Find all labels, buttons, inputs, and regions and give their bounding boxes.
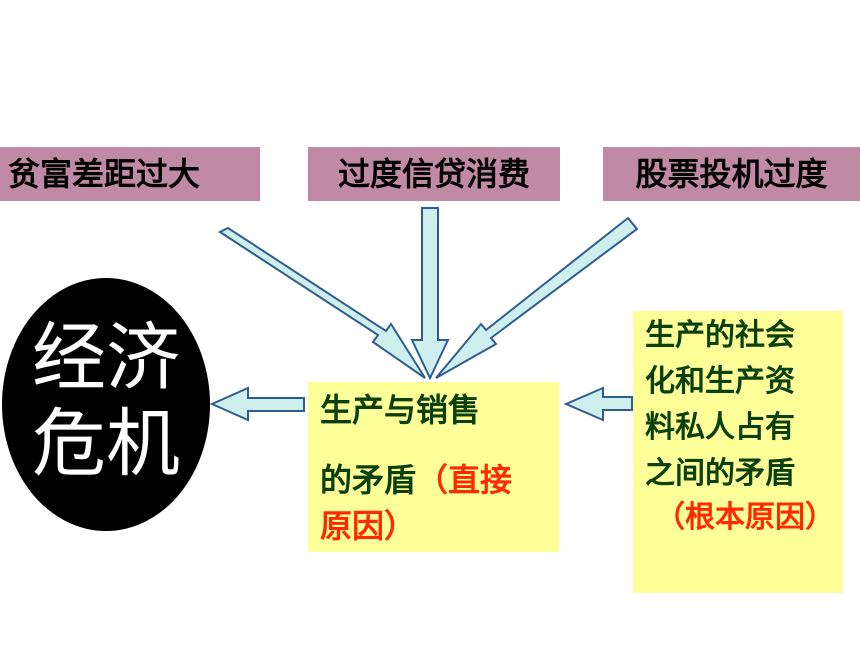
- root-cause-line1: 生产的社会: [645, 318, 795, 353]
- root-cause-box: 生产的社会 化和生产资 料私人占有 之间的矛盾 （根本原因）: [633, 311, 843, 593]
- cause-credit-consumption: 过度信贷消费: [308, 147, 560, 201]
- arrow-from-middle-cause: [410, 207, 450, 381]
- direct-cause-line1: 生产与销售: [320, 391, 481, 429]
- direct-cause-label-part1: （直接: [416, 461, 513, 499]
- arrow-from-root-cause: [563, 386, 633, 422]
- root-cause-line3: 料私人占有: [645, 410, 795, 445]
- direct-cause-box: 生产与销售 的矛盾（直接 原因）: [308, 382, 559, 552]
- economic-crisis-ellipse: 经济 危机: [2, 278, 210, 531]
- root-cause-line2: 化和生产资: [645, 364, 795, 399]
- root-cause-line4: 之间的矛盾: [645, 456, 795, 491]
- crisis-text-line2: 危机: [32, 401, 180, 487]
- arrow-from-right-cause: [435, 216, 639, 379]
- direct-cause-label-part2: 原因）: [320, 507, 417, 545]
- arrow-from-left-cause: [217, 226, 426, 379]
- root-cause-label: （根本原因）: [655, 500, 835, 535]
- arrow-to-crisis: [209, 386, 305, 422]
- direct-cause-line2: 的矛盾（直接: [320, 458, 512, 502]
- direct-cause-line2-main: 的矛盾: [320, 461, 417, 499]
- cause-wealth-gap: 贫富差距过大: [0, 147, 260, 201]
- cause-stock-speculation: 股票投机过度: [603, 147, 860, 201]
- crisis-text-line1: 经济: [32, 315, 180, 401]
